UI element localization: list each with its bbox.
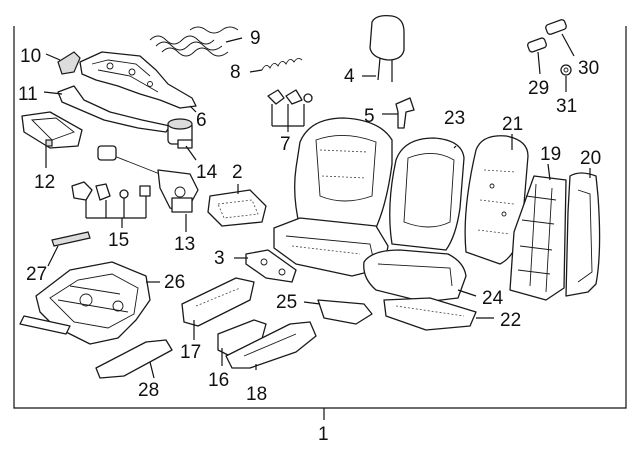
callout-26: 26 [164,272,185,293]
callout-7: 7 [280,134,291,155]
part-5-guide [395,97,415,129]
part-13-actuator [97,145,199,213]
callout-5: 5 [364,106,375,127]
part-31-fitting [560,64,572,76]
callout-21: 21 [502,114,523,135]
part-3-bracket [245,249,297,283]
callout-12: 12 [34,172,55,193]
callout-3: 3 [214,248,225,269]
part-4-headrest [369,14,405,82]
callout-16: 16 [208,370,229,391]
callout-6: 6 [196,110,207,131]
part-23-backrest-cover [389,137,465,251]
callout-4: 4 [344,66,355,87]
part-30-fitting [545,19,567,35]
part-7-fasteners [267,89,313,105]
callout-10: 10 [20,46,41,67]
part-28-lower-trim [95,339,173,379]
part-27-bar [51,231,91,247]
callout-19: 19 [540,144,561,165]
part-18-side-cover [225,321,317,369]
callout-28: 28 [138,380,159,401]
callout-31: 31 [556,96,577,117]
part-21-backrest-pad [464,135,529,265]
part-25-pad [317,299,373,325]
leader-lines [43,33,591,379]
part-10-clip [57,51,81,75]
callout-20: 20 [580,148,601,169]
part-12-panel [21,111,83,149]
callout-29: 29 [528,78,549,99]
part-29-fitting [527,37,547,53]
callout-17: 17 [180,342,201,363]
part-24-cushion-cover [363,249,467,303]
callout-18: 18 [246,384,267,405]
callout-9: 9 [250,28,261,49]
part-26-seat-track [19,261,151,345]
part-9-springs [149,26,239,57]
callout-15: 15 [108,230,129,251]
callout-14: 14 [196,162,218,183]
part-19-backrest-frame [509,175,567,301]
part-14-motor [167,118,193,149]
callout-8: 8 [230,62,241,83]
part-8-coil-spring [261,57,303,71]
callout-27: 27 [26,264,47,285]
part-2-cover [207,189,267,227]
part-17-side-rail [181,277,255,327]
complete-seat [273,117,393,277]
callout-30: 30 [578,58,599,79]
part-20-rear-panel [565,172,601,297]
callouts: 1 2 3 4 5 6 7 8 9 10 11 12 13 14 15 16 1… [18,28,601,445]
callout-24: 24 [482,288,504,309]
callout-11: 11 [18,84,38,105]
callout-25: 25 [276,292,297,313]
diagram-frame [13,26,627,420]
callout-2: 2 [232,162,243,183]
callout-13: 13 [174,234,195,255]
callout-23: 23 [444,108,465,129]
callout-1: 1 [318,424,329,445]
callout-22: 22 [500,310,521,331]
part-6-seat-frame [79,51,197,109]
part-15-clips [71,181,151,201]
part-22-cushion-pan [383,297,477,331]
